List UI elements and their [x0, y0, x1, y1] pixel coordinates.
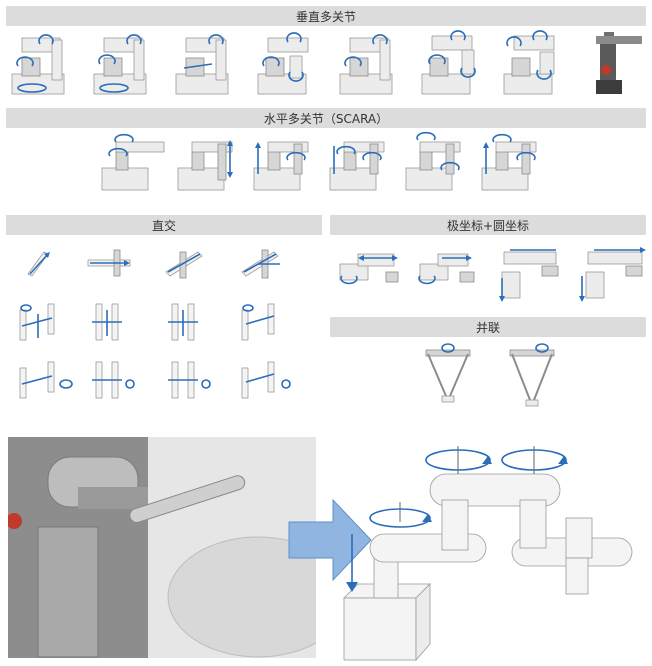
- vertical-robot-4: [257, 32, 309, 95]
- scara-header: 水平多关节（SCARA）: [6, 108, 646, 128]
- vertical-articulated-title: 垂直多关节: [295, 9, 356, 24]
- parallel-robot-row: [425, 343, 555, 407]
- vertical-robot-6: [421, 30, 476, 95]
- vertical-robot-row: [11, 30, 642, 95]
- parallel-title: 并联: [475, 320, 500, 335]
- vertical-robot-7: [503, 30, 555, 95]
- scara-robot-5: [405, 131, 461, 191]
- cartesian-robot-3-4: [241, 361, 291, 399]
- cartesian-robot-2-1: [19, 303, 55, 341]
- cartesian-robot-3-1: [19, 361, 73, 399]
- scara-title: 水平多关节（SCARA）: [263, 111, 389, 126]
- polar-robot-2: [418, 253, 475, 285]
- polar-robot-3: [499, 249, 559, 302]
- scara-robot-row: [101, 131, 537, 191]
- cartesian-robot-3-2: [92, 361, 135, 399]
- cartesian-robot-2-4: [241, 303, 275, 341]
- polar-robot-4: [579, 247, 646, 302]
- polar-cylindrical-header: 极坐标+圆坐标: [330, 215, 646, 235]
- cartesian-title: 直交: [151, 218, 176, 233]
- vertical-robot-3: [175, 34, 229, 95]
- polar-robot-1: [339, 253, 399, 285]
- cartesian-robot-2-2: [92, 303, 122, 341]
- cartesian-robot-grid: [19, 249, 291, 399]
- scara-robot-6: [481, 133, 537, 191]
- cartesian-robot-1-1: [27, 251, 50, 277]
- scara-robot-photo: [8, 437, 316, 658]
- polar-cylindrical-title: 极坐标+圆坐标: [446, 218, 530, 233]
- vertical-articulated-header: 垂直多关节: [6, 6, 646, 26]
- scara-robot-1: [101, 133, 165, 191]
- vertical-robot-photo: [596, 32, 642, 94]
- vertical-robot-1: [11, 34, 65, 95]
- cartesian-robot-1-4: [241, 249, 280, 279]
- photo-robot-shape: [8, 456, 316, 658]
- vertical-robot-2: [93, 34, 147, 95]
- cartesian-robot-1-3: [165, 251, 203, 279]
- cartesian-header: 直交: [6, 215, 322, 235]
- scara-robot-4: [329, 141, 385, 191]
- parallel-robot-2: [509, 343, 555, 407]
- cartesian-robot-2-3: [168, 303, 198, 341]
- scara-robot-2: [177, 140, 233, 191]
- scara-large-diagram: [343, 446, 633, 662]
- polar-robot-row: [339, 247, 646, 302]
- cartesian-robot-3-3: [168, 361, 211, 399]
- parallel-header: 并联: [330, 317, 646, 337]
- scara-robot-3: [253, 141, 309, 191]
- parallel-robot-1: [425, 343, 471, 403]
- cartesian-robot-1-2: [87, 249, 131, 277]
- vertical-robot-5: [339, 34, 393, 95]
